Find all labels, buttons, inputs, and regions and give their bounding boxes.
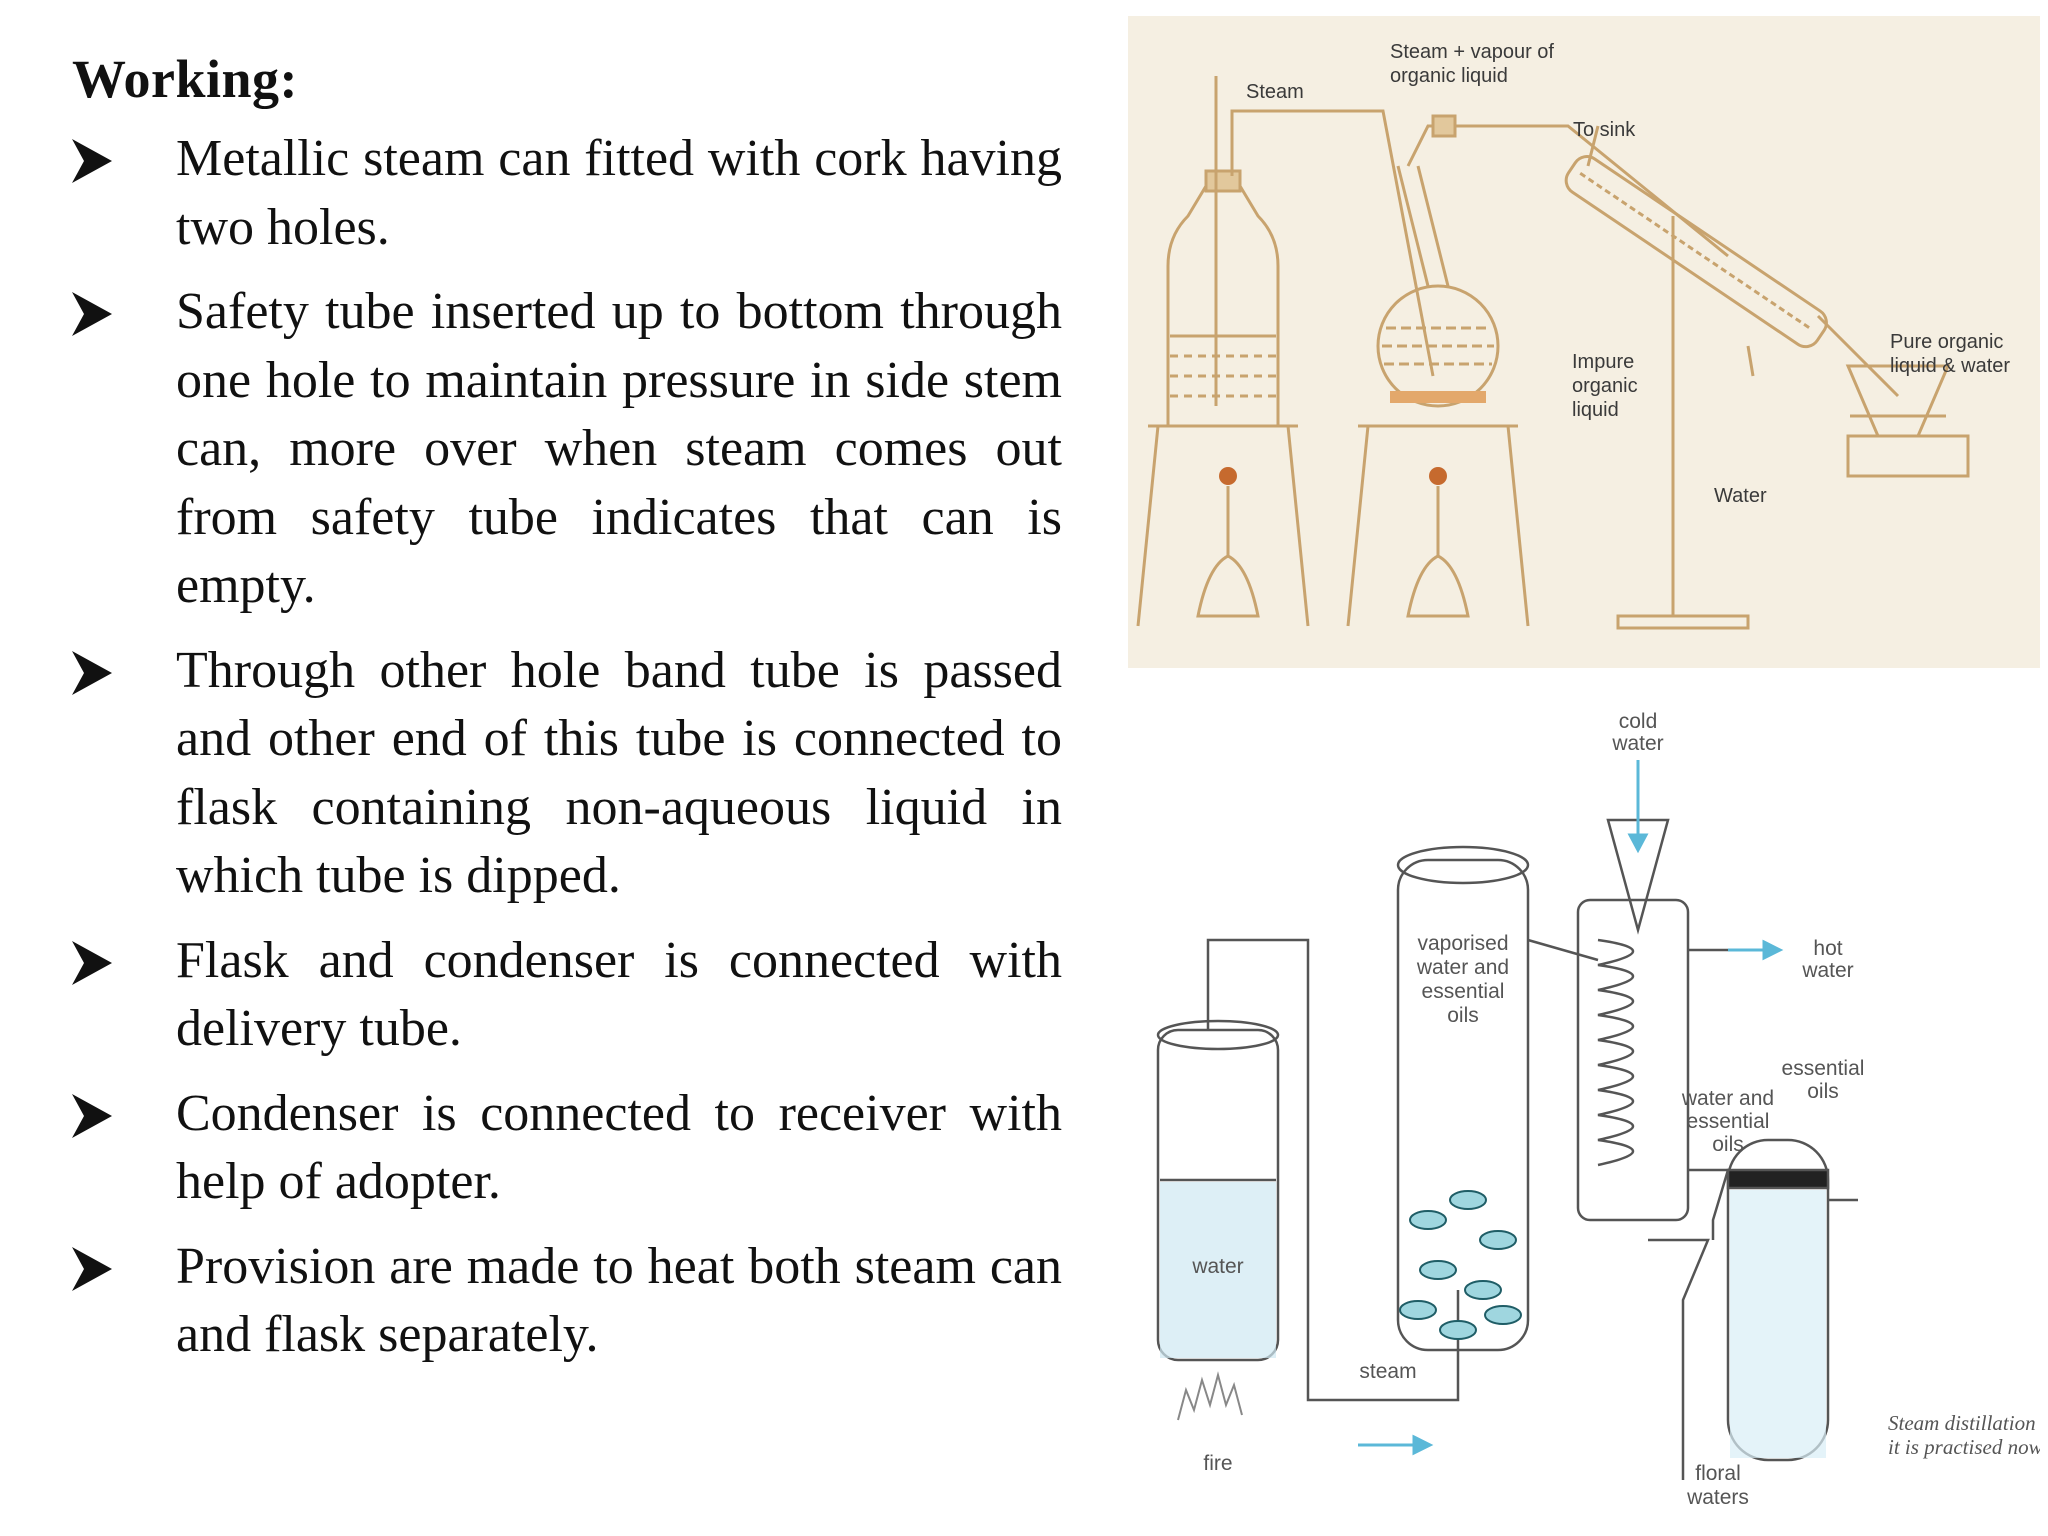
arrowhead-bullet-icon bbox=[72, 139, 112, 183]
label-hot-2: water bbox=[1801, 959, 1853, 982]
label-impure-2: organic bbox=[1572, 375, 1638, 397]
caption-line-2: it is practised now bbox=[1888, 1435, 2040, 1459]
label-impure-3: liquid bbox=[1572, 399, 1619, 421]
bullet-text: Metallic steam can fitted with cork havi… bbox=[176, 130, 1062, 256]
arrowhead-bullet-icon bbox=[72, 1246, 112, 1291]
bullet-item: Provision are made to heat both steam ca… bbox=[72, 1233, 1062, 1370]
label-steam: Steam bbox=[1246, 81, 1304, 103]
arrowhead-bullet-icon bbox=[72, 940, 112, 985]
label-vapor-4: oils bbox=[1447, 1004, 1479, 1027]
caption-line-1: Steam distillation as bbox=[1888, 1411, 2040, 1435]
label-vapor-2: water and bbox=[1416, 956, 1509, 979]
bullet-text: Flask and condenser is connected with de… bbox=[176, 931, 1062, 1058]
bullet-item: Metallic steam can fitted with cork havi… bbox=[72, 125, 1062, 262]
arrowhead-bullet-icon bbox=[72, 650, 112, 695]
label-we-3: oils bbox=[1712, 1133, 1744, 1156]
bullet-text: Through other hole band tube is passed a… bbox=[176, 641, 1062, 905]
label-water: Water bbox=[1714, 485, 1767, 507]
label-steam-vapour-2: organic liquid bbox=[1390, 65, 1508, 87]
bullet-text: Provision are made to heat both steam ca… bbox=[176, 1237, 1062, 1364]
bullet-text: Condenser is connected to receiver with … bbox=[176, 1084, 1062, 1211]
label-floral-2: waters bbox=[1686, 1486, 1749, 1509]
label-we-1: water and bbox=[1681, 1087, 1774, 1110]
label-pure-1: Pure organic bbox=[1890, 331, 2003, 353]
label-eo-1: essential bbox=[1782, 1057, 1865, 1080]
label-hot-1: hot bbox=[1813, 937, 1842, 960]
label-floral-1: floral bbox=[1695, 1462, 1741, 1485]
slide-title: Working: bbox=[72, 49, 299, 109]
label-we-2: essential bbox=[1687, 1110, 1770, 1133]
label-fire: fire bbox=[1203, 1452, 1232, 1475]
label-eo-2: oils bbox=[1807, 1080, 1839, 1103]
bullet-item: Flask and condenser is connected with de… bbox=[72, 927, 1062, 1064]
label-water-tank: water bbox=[1191, 1255, 1243, 1278]
bullet-item: Through other hole band tube is passed a… bbox=[72, 637, 1062, 911]
bullet-item: Condenser is connected to receiver with … bbox=[72, 1080, 1062, 1217]
label-pure-2: liquid & water bbox=[1890, 355, 2010, 377]
bullet-text: Safety tube inserted up to bottom throug… bbox=[176, 283, 1062, 614]
label-to-sink: To sink bbox=[1573, 119, 1636, 141]
label-cold-2: water bbox=[1611, 732, 1663, 755]
bullet-list: Metallic steam can fitted with cork havi… bbox=[72, 125, 1062, 1386]
label-cold-1: cold bbox=[1619, 710, 1658, 733]
steam-distillation-apparatus-diagram: Steam Steam + vapour of organic liquid T… bbox=[1128, 16, 2040, 668]
label-vapor-3: essential bbox=[1422, 980, 1505, 1003]
label-steam-vapour-1: Steam + vapour of bbox=[1390, 41, 1554, 63]
label-steam-pipe: steam bbox=[1359, 1360, 1416, 1383]
modern-steam-distillation-diagram: cold water hot water vaporised water and… bbox=[1128, 700, 2040, 1530]
arrowhead-bullet-icon bbox=[72, 1093, 112, 1138]
label-vapor-1: vaporised bbox=[1417, 932, 1508, 955]
bullet-item: Safety tube inserted up to bottom throug… bbox=[72, 278, 1062, 621]
label-impure-1: Impure bbox=[1572, 351, 1634, 373]
arrowhead-bullet-icon bbox=[72, 292, 112, 336]
